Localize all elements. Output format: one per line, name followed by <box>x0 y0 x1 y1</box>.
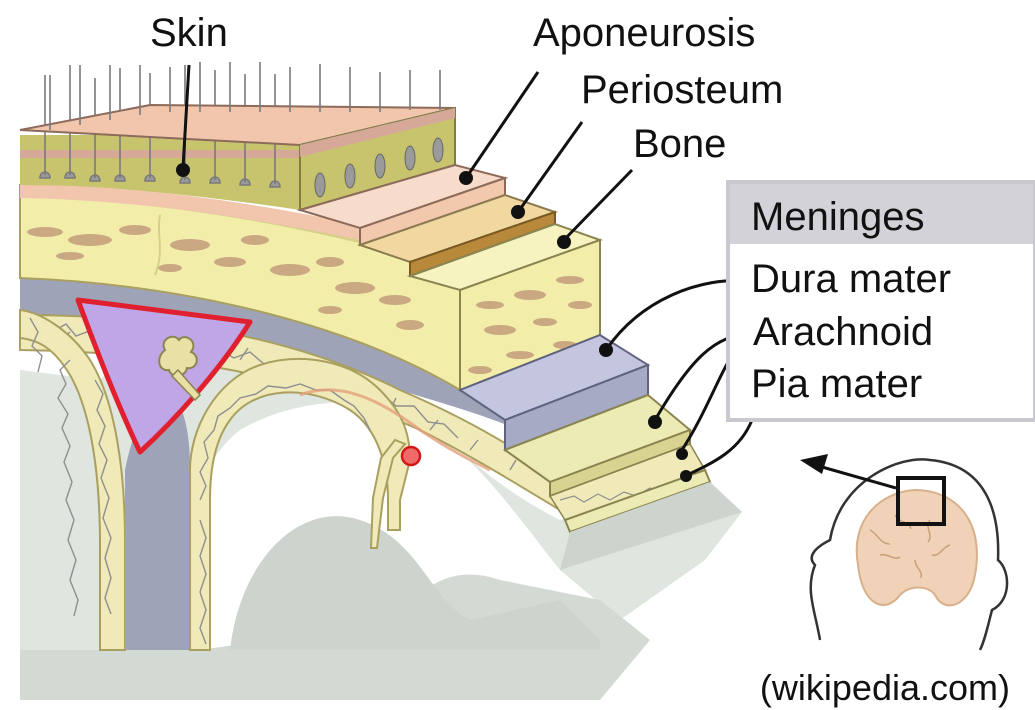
label-arachnoid: Arachnoid <box>753 310 933 354</box>
label-periosteum: Periosteum <box>581 68 783 112</box>
leader-periosteum <box>518 122 582 212</box>
leader-bone <box>562 170 632 242</box>
meninges-legend-box: Meninges Dura mater Arachnoid Pia mater <box>728 182 1035 420</box>
label-bone: Bone <box>633 122 726 166</box>
meninges-title: Meninges <box>751 195 924 239</box>
label-skin: Skin <box>150 11 228 55</box>
label-dura-mater: Dura mater <box>751 257 951 301</box>
brain-coronal-section <box>857 490 977 605</box>
source-caption: (wikipedia.com) <box>760 667 1010 708</box>
label-aponeurosis: Aponeurosis <box>533 11 755 55</box>
leader-aponeurosis <box>466 72 538 178</box>
label-pia-mater: Pia mater <box>751 362 922 406</box>
head-inset <box>800 454 1007 650</box>
